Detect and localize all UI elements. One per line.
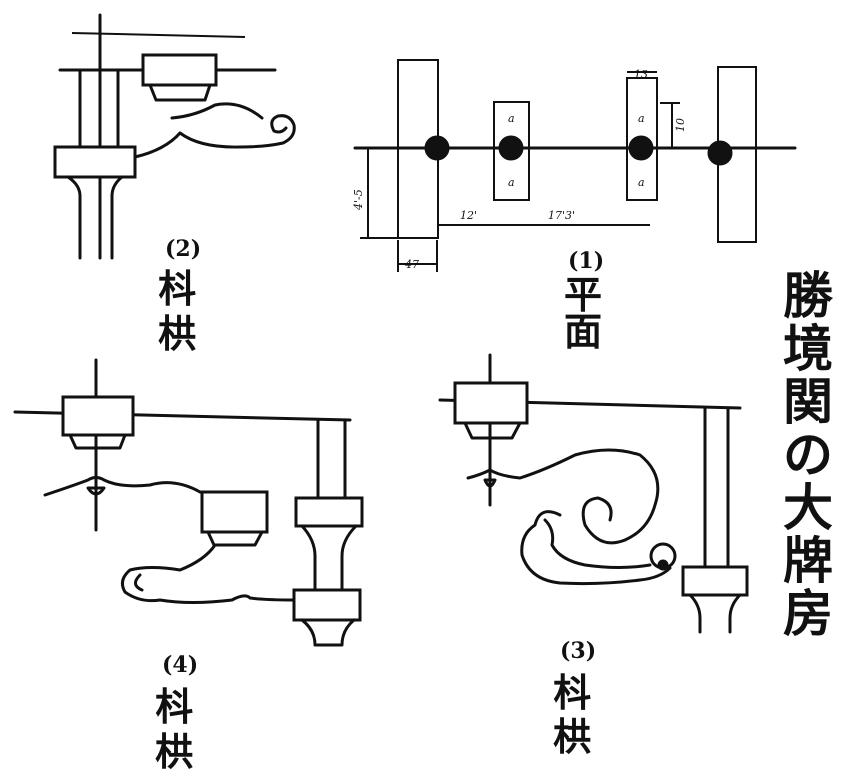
figure-3-caption-line2: 栱 [553, 714, 591, 759]
plan-col-mark-3: a [638, 112, 645, 125]
title-char-6: 牌 [783, 531, 833, 590]
plan-dim-span-b: 17'3' [548, 209, 575, 222]
plan-col-mark-2: a [508, 176, 515, 189]
figure-3-caption-line1: 枓 [553, 670, 591, 715]
figure-2-number: (2) [165, 236, 201, 262]
title-char-2: 境 [783, 319, 833, 378]
plan-dim-span-a: 12' [460, 209, 477, 222]
plan-dim-right: 10 [674, 118, 687, 132]
title-vertical: 勝 境 関 の 大 牌 房 [783, 266, 834, 643]
figure-1-caption-line2: 面 [564, 309, 602, 354]
figure-2-caption-line1: 枓 [158, 266, 196, 311]
title-char-7: 房 [783, 584, 833, 643]
figure-1-caption-line1: 平 [564, 272, 602, 317]
plan-dim-left: 47 [404, 258, 419, 271]
column-dot-1 [424, 135, 450, 161]
title-char-1: 勝 [783, 266, 834, 325]
figure-4-number: (4) [162, 652, 198, 678]
figure-1-plan-drawing [353, 59, 797, 272]
title-char-4: の [783, 425, 833, 484]
title-char-5: 大 [783, 478, 833, 537]
plan-col-mark-4: a [638, 176, 645, 189]
figure-3-number: (3) [560, 638, 596, 664]
column-dot-3 [628, 135, 654, 161]
figure-3-bracket-drawing [438, 353, 749, 634]
figure-1-number: (1) [568, 248, 604, 274]
figure-4-bracket-drawing [13, 358, 364, 647]
column-dot-4 [707, 140, 733, 166]
plan-dim-top: 13 [634, 68, 648, 81]
figure-4-caption-line2: 栱 [155, 729, 193, 774]
column-dot-2 [498, 135, 524, 161]
plan-dim-height: 4'-5 [352, 189, 365, 211]
title-char-3: 関 [783, 372, 833, 431]
figure-4-caption-line1: 枓 [155, 684, 193, 729]
figure-2-caption-line2: 栱 [158, 311, 196, 356]
figure-2-bracket-drawing [53, 13, 296, 260]
plan-col-mark-1: a [508, 112, 515, 125]
